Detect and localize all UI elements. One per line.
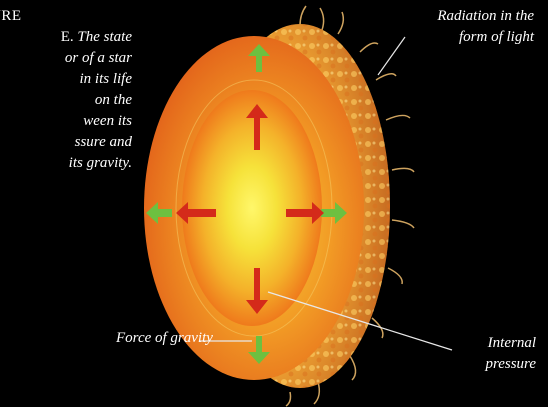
- caption-line-2: or of a star: [64, 50, 132, 66]
- label-radiation: Radiation in the form of light: [364, 6, 534, 48]
- pressure-arrows: [146, 44, 347, 364]
- label-radiation-line2: form of light: [458, 29, 534, 45]
- caption-line-7: its gravity.: [68, 155, 132, 171]
- pressure-arrow-down: [248, 336, 270, 364]
- label-internal-pressure: Internal pressure: [416, 333, 536, 375]
- gravity-arrow-up: [246, 104, 268, 150]
- caption-line-3: in its life: [79, 71, 133, 87]
- gravity-arrows: [176, 104, 324, 314]
- gravity-arrow-right: [286, 202, 324, 224]
- gravity-arrow-down: [246, 268, 268, 314]
- caption-line-4: on the: [94, 92, 132, 108]
- caption-lead: E.: [60, 29, 74, 45]
- caption-line-6: ssure and: [74, 134, 132, 150]
- pressure-arrow-up: [248, 44, 270, 72]
- label-radiation-line1: Radiation in the: [437, 8, 534, 24]
- caption-line-5: ween its: [83, 113, 132, 129]
- gravity-arrow-left: [176, 202, 216, 224]
- figure-caption: URE E. The state or of a star in its lif…: [0, 6, 132, 174]
- caption-line-1: E. The state: [0, 27, 132, 48]
- caption-title: URE: [0, 8, 22, 24]
- label-pressure-line2: pressure: [485, 356, 536, 372]
- star-core: [182, 90, 322, 326]
- core-boundary: [175, 79, 333, 337]
- pressure-arrow-right: [321, 202, 347, 224]
- pressure-arrow-left: [146, 202, 172, 224]
- caption-line-1-text: The state: [77, 29, 132, 45]
- label-pointers: [200, 36, 453, 351]
- corona-flares: [285, 5, 415, 407]
- label-pressure-line1: Internal: [487, 335, 536, 351]
- label-force-of-gravity: Force of gravity: [116, 330, 213, 346]
